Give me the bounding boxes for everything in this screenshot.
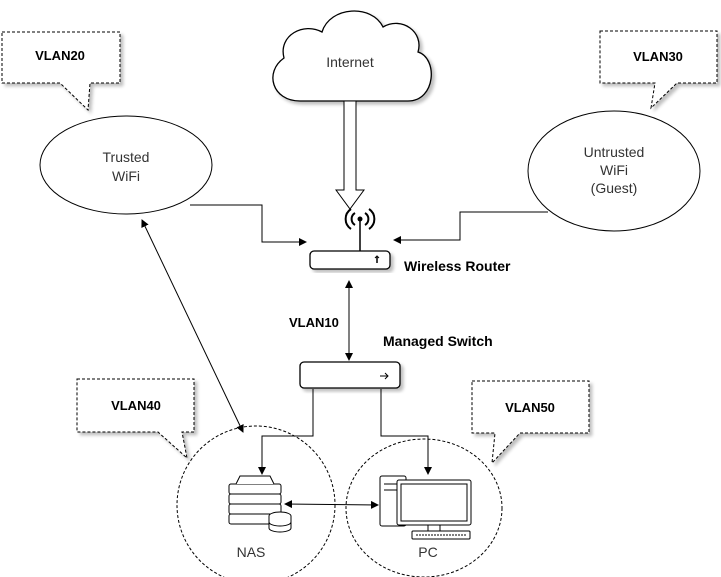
managed-switch: Managed Switch [299,333,493,389]
switch-to-pc-edge [380,389,432,475]
internet-uplink-arrow [335,100,365,210]
vlan10-label: VLAN10 [289,315,339,330]
vlan50-label: VLAN50 [505,400,555,415]
untrusted-wifi-to-router-edge [393,211,548,244]
vlan20-label: VLAN20 [35,48,85,63]
vlan40-label: VLAN40 [111,398,161,413]
vlan50-callout: VLAN50 [471,380,590,465]
wifi-antenna-icon [344,208,376,251]
trusted-wifi-line1: Trusted [103,149,150,165]
trusted-wifi-nas-edge [141,219,244,433]
internet-label: Internet [326,54,374,70]
router-label: Wireless Router [404,258,511,274]
trusted-wifi-node: Trusted WiFi [39,115,213,215]
nas-zone: NAS [176,425,336,577]
pc-computer-icon [379,475,472,540]
untrusted-wifi-node: Untrusted WiFi (Guest) [527,110,701,232]
switch-to-nas-edge [258,389,314,475]
untrusted-wifi-line3: (Guest) [591,180,638,196]
nas-server-icon [228,475,292,533]
switch-label: Managed Switch [383,333,493,349]
vlan30-callout: VLAN30 [599,30,718,110]
untrusted-wifi-line1: Untrusted [584,144,645,160]
vlan30-label: VLAN30 [633,49,683,64]
pc-label: PC [418,544,437,560]
pc-zone: PC [345,438,503,577]
trusted-wifi-to-router-edge [190,204,307,246]
internet-cloud: Internet [272,10,432,102]
untrusted-wifi-line2: WiFi [600,162,628,178]
vlan20-callout: VLAN20 [1,31,121,112]
nas-pc-edge [284,500,379,509]
vlan40-callout: VLAN40 [76,378,195,460]
nas-label: NAS [237,544,266,560]
wireless-router: Wireless Router [309,208,511,274]
trusted-wifi-line2: WiFi [112,168,140,184]
